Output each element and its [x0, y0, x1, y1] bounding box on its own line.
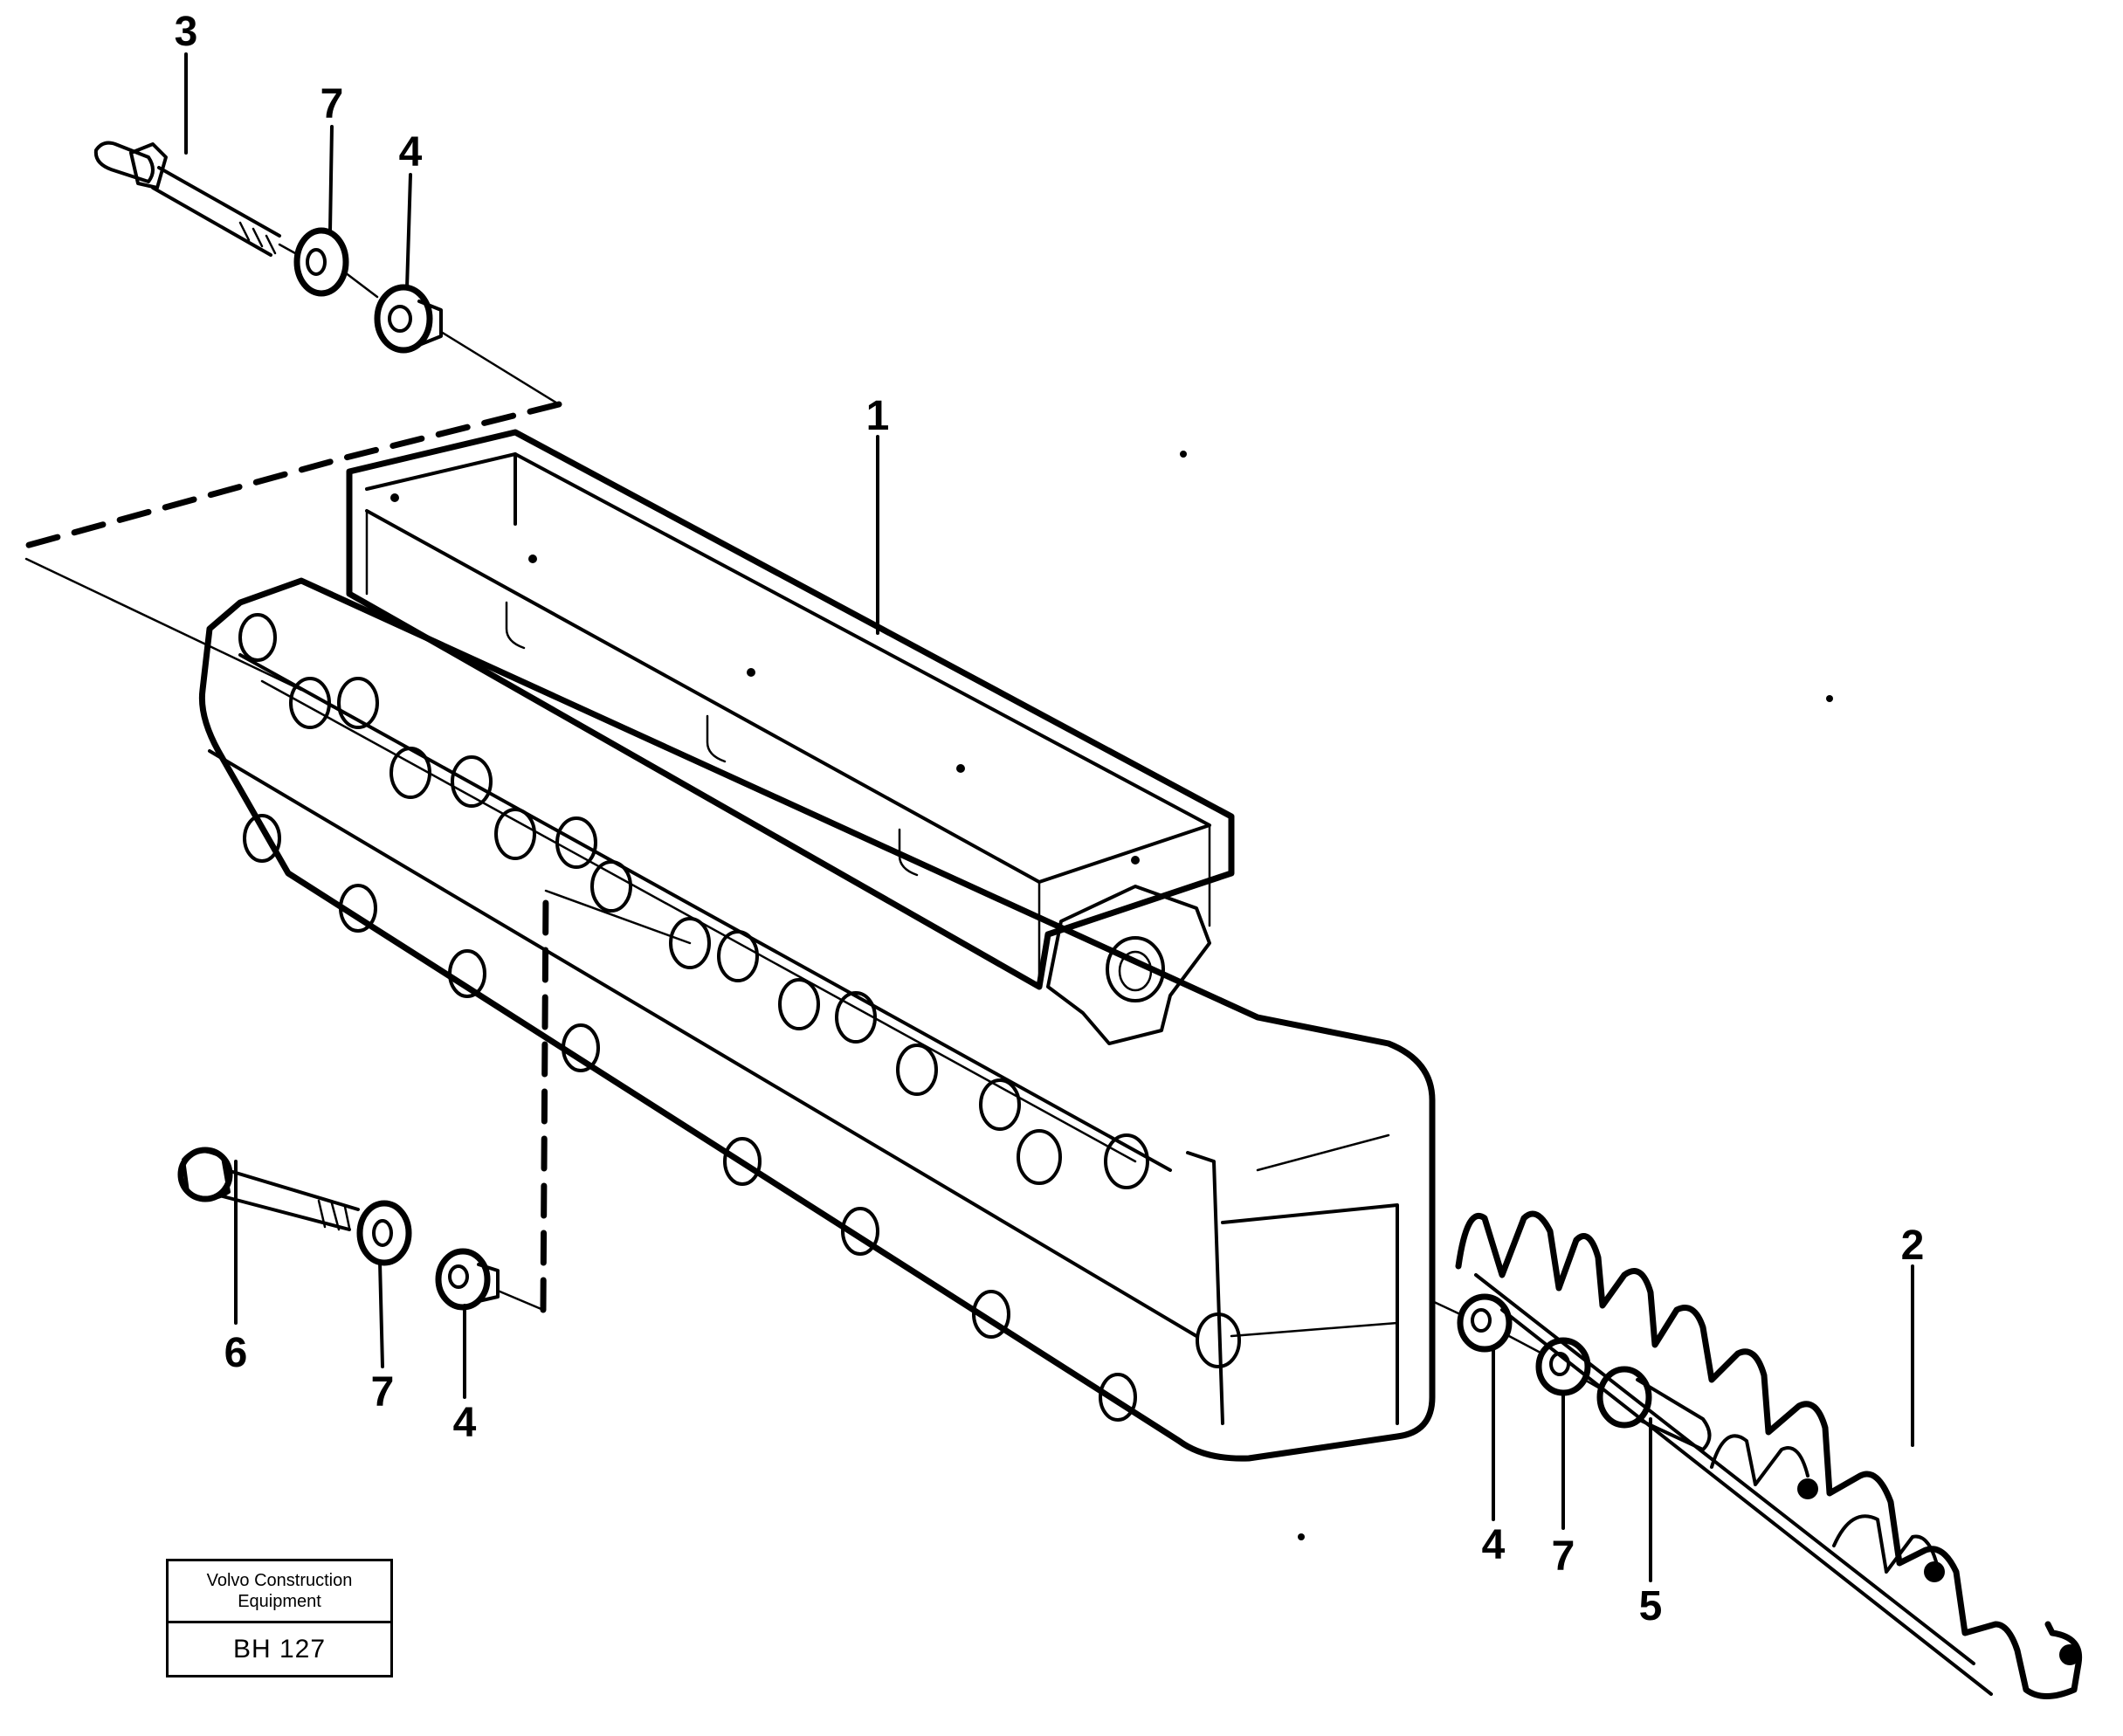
drawing-id-stamp: Volvo Construction Equipment BH 127 [166, 1559, 393, 1677]
callout-leaders [184, 52, 1914, 1582]
callout-4-right: 4 [1482, 1522, 1506, 1568]
callout-7-top: 7 [321, 81, 344, 127]
callout-4-lower-left: 4 [453, 1400, 477, 1446]
manifold-part-1 [198, 429, 1833, 1540]
callout-1: 1 [866, 393, 890, 439]
bolt-bosses [238, 613, 1241, 1422]
gasket-part-2 [1455, 1210, 2083, 1699]
lower-left-fastener-group [177, 887, 692, 1313]
top-fastener-group [23, 141, 562, 692]
callout-2: 2 [1901, 1223, 1925, 1269]
stamp-company-line2: Equipment [238, 1592, 321, 1611]
callout-6: 6 [224, 1330, 248, 1376]
stamp-code: BH 127 [232, 1634, 327, 1664]
stamp-company: Volvo Construction Equipment [169, 1561, 390, 1623]
callout-5: 5 [1639, 1583, 1663, 1629]
callout-7-right: 7 [1552, 1533, 1575, 1580]
callout-3: 3 [175, 9, 198, 55]
callout-4-top: 4 [399, 129, 423, 176]
callout-7-lower-left: 7 [371, 1369, 395, 1416]
stamp-company-line1: Volvo Construction [206, 1571, 353, 1590]
callout-numbers: 1 2 3 4 4 4 5 6 7 7 7 [175, 9, 1925, 1629]
